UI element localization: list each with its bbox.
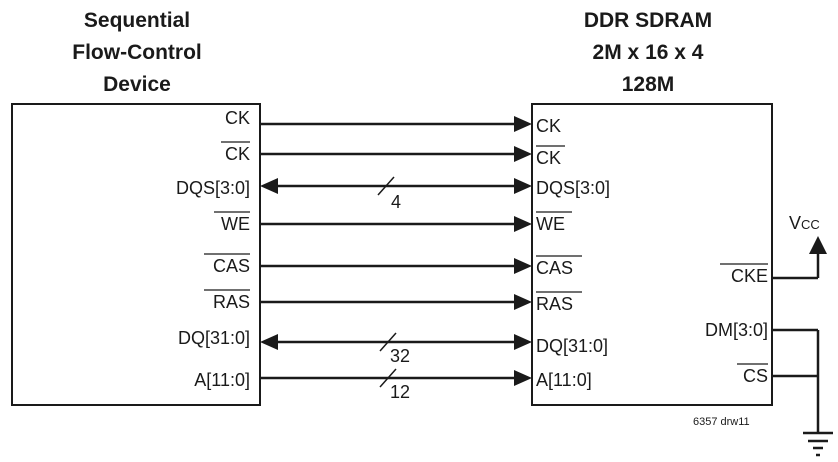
- ground-icon: [803, 431, 833, 457]
- ddr-sdram-box: [531, 103, 773, 406]
- left-pin-ras: RAS: [213, 292, 250, 312]
- right-pin-we: WE: [536, 214, 565, 234]
- right-pin-address: A[11:0]: [536, 370, 592, 390]
- ck-signal-line: [260, 116, 532, 132]
- address-bus-line: [260, 368, 532, 388]
- dqs-bus-line: [260, 176, 532, 196]
- left-pin-dq: DQ[31:0]: [178, 328, 250, 348]
- right-pin-cas: CAS: [536, 258, 573, 278]
- right-pin-dq: DQ[31:0]: [536, 336, 608, 356]
- right-pin-ck: CK: [536, 116, 561, 136]
- left-device-title-line-3: Device: [103, 73, 171, 96]
- right-pin-cs: CS: [743, 366, 768, 386]
- dq-bus-width: 32: [390, 346, 410, 366]
- right-pin-dqs: DQS[3:0]: [536, 178, 610, 198]
- vcc-label: VCC: [789, 213, 820, 233]
- right-pin-ck-bar: CK: [536, 148, 561, 168]
- right-pin-dm: DM[3:0]: [705, 320, 768, 340]
- figure-code: 6357 drw11: [693, 416, 750, 428]
- cas-signal-line: [260, 258, 532, 274]
- right-device-title-line-1: DDR SDRAM: [584, 9, 712, 32]
- left-pin-cas: CAS: [213, 256, 250, 276]
- cke-to-vcc-line: [772, 236, 827, 280]
- right-device-title-line-3: 128M: [622, 73, 675, 96]
- dqs-bus-width: 4: [391, 192, 401, 212]
- left-pin-ck: CK: [225, 108, 250, 128]
- left-pin-we: WE: [221, 214, 250, 234]
- ras-signal-line: [260, 294, 532, 310]
- dq-bus-line: [260, 332, 532, 352]
- right-pin-ras: RAS: [536, 294, 573, 314]
- right-device-title-line-2: 2M x 16 x 4: [593, 41, 704, 64]
- right-pin-cke: CKE: [731, 266, 768, 286]
- dm-cs-ground-line: [772, 328, 820, 432]
- left-device-title-line-2: Flow-Control: [72, 41, 201, 64]
- left-pin-address: A[11:0]: [194, 370, 250, 390]
- address-bus-width: 12: [390, 382, 410, 402]
- we-signal-line: [260, 216, 532, 232]
- left-device-title-line-1: Sequential: [84, 9, 190, 32]
- left-pin-dqs: DQS[3:0]: [176, 178, 250, 198]
- left-pin-ck-bar: CK: [225, 144, 250, 164]
- ck-bar-signal-line: [260, 146, 532, 162]
